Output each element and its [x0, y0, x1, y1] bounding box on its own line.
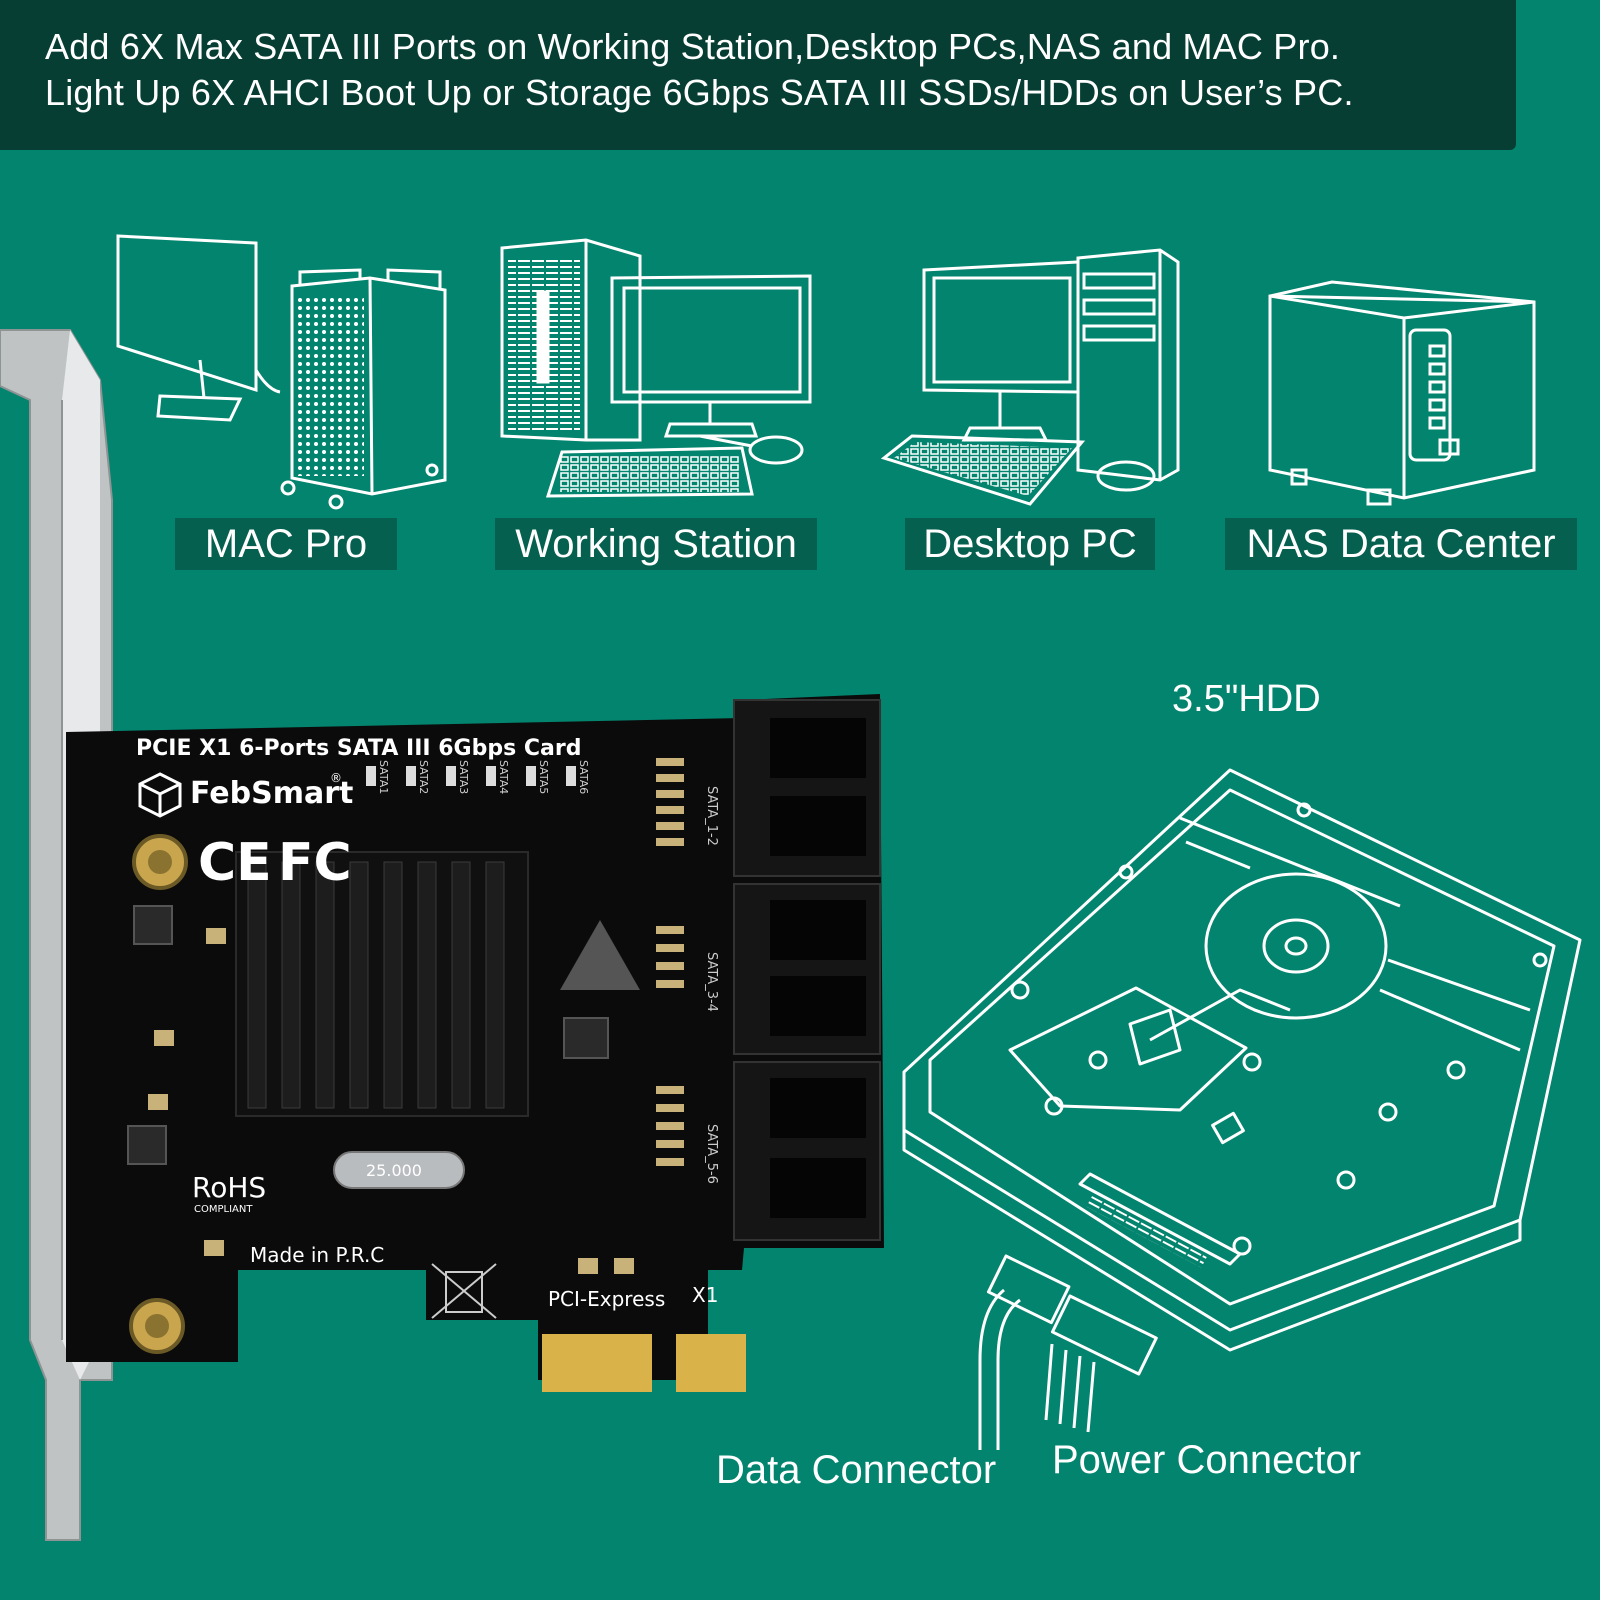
port-label-6: SATA6 [577, 760, 590, 794]
heatsink [235, 851, 529, 1117]
port-group-1-2: SATA_1-2 [704, 786, 719, 846]
mac-pro-icon [116, 234, 447, 510]
headline-line-1: Add 6X Max SATA III Ports on Working Sta… [45, 26, 1341, 67]
port-label-2: SATA2 [417, 760, 430, 794]
rohs-mark: RoHS [192, 1171, 266, 1204]
port-label-4: SATA4 [497, 760, 510, 794]
gold-fingers [542, 1334, 746, 1392]
card-brand: FebSmart [190, 776, 353, 811]
device-label-nas: NAS Data Center [1225, 518, 1577, 570]
workstation-icon [500, 238, 812, 498]
port-label-5: SATA5 [537, 760, 550, 794]
mounting-screw-bottom [129, 1298, 185, 1354]
smd-components [148, 758, 684, 1274]
port-label-1: SATA1 [377, 760, 390, 794]
febsmart-logo-icon [138, 772, 182, 818]
nas-icon [1268, 280, 1536, 506]
headline-line-2: Light Up 6X AHCI Boot Up or Storage 6Gbp… [45, 72, 1354, 113]
inductors [127, 905, 609, 1165]
sata-connector-1-2 [733, 699, 881, 877]
device-label-desktop-pc: Desktop PC [905, 518, 1155, 570]
desktop-pc-icon [880, 248, 1180, 506]
rohs-compliant: COMPLIANT [194, 1204, 253, 1215]
sata-connector-3-4 [733, 883, 881, 1055]
mounting-screw-top [132, 834, 188, 890]
port-group-3-4: SATA_3-4 [704, 952, 719, 1012]
interface-label: PCI-Express [548, 1287, 665, 1311]
weee-bin-icon [431, 1263, 497, 1319]
lane-label: X1 [692, 1283, 718, 1307]
power-connector-label: Power Connector [1052, 1438, 1362, 1482]
crystal-oscillator [333, 1151, 465, 1189]
crystal-label: 25.000 [366, 1161, 422, 1180]
sata-card: PCIE X1 6-Ports SATA III 6Gbps Card FebS… [66, 694, 884, 1392]
port-group-5-6: SATA_5-6 [704, 1124, 719, 1184]
fcc-mark: FC [278, 833, 352, 893]
hdd-illustration [902, 768, 1582, 1450]
device-label-working-station: Working Station [495, 518, 817, 570]
port-label-3: SATA3 [457, 760, 470, 794]
ce-mark: CE [198, 833, 272, 893]
card-title: PCIE X1 6-Ports SATA III 6Gbps Card [136, 736, 581, 761]
status-leds [366, 766, 576, 786]
card-brand-mark: ® [330, 771, 342, 785]
esd-warning-icon [560, 920, 640, 990]
hdd-title: 3.5"HDD [1172, 678, 1321, 720]
device-label-mac-pro: MAC Pro [175, 518, 397, 570]
made-in: Made in P.R.C [250, 1243, 384, 1267]
data-connector-label: Data Connector [716, 1448, 997, 1492]
sata-connector-5-6 [733, 1061, 881, 1241]
headline-banner: Add 6X Max SATA III Ports on Working Sta… [0, 0, 1516, 150]
